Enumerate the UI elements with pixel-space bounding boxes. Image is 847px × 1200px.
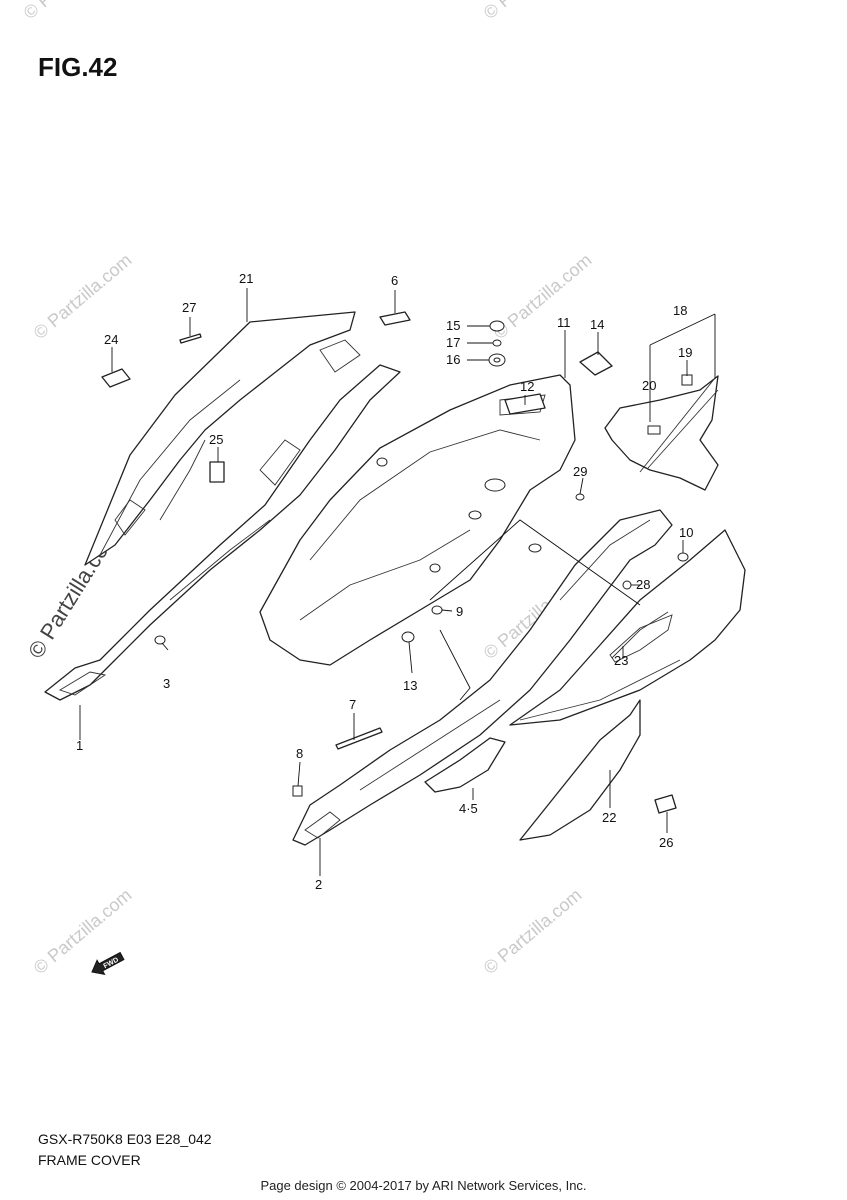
part-8-nut xyxy=(292,785,303,797)
watermark-text: © Partzilla.com xyxy=(20,0,126,23)
callout-3: 3 xyxy=(163,676,170,691)
watermark-text: © Partzilla.com xyxy=(30,250,136,343)
callout-9: 9 xyxy=(456,604,463,619)
callout-8: 8 xyxy=(296,746,303,761)
fwd-arrow-icon: FWD xyxy=(91,951,125,976)
part-21-rear-cowl-left xyxy=(84,311,356,566)
callout-15: 15 xyxy=(446,318,460,333)
callout-23: 23 xyxy=(614,653,628,668)
part-28-screw xyxy=(622,580,632,590)
callout-1: 1 xyxy=(76,738,83,753)
part-2-frame-cover-right xyxy=(292,509,673,846)
callout-25: 25 xyxy=(209,432,223,447)
callout-19: 19 xyxy=(678,345,692,360)
watermark-text: © Partzilla.com xyxy=(480,885,586,978)
part-1-frame-cover-left xyxy=(44,339,401,701)
callout-12: 12 xyxy=(520,379,534,394)
part-14-pad xyxy=(579,351,613,376)
part-10-screw xyxy=(677,552,689,562)
callout-4-5: 4·5 xyxy=(459,801,478,816)
callout-14: 14 xyxy=(590,317,604,332)
callout-11: 11 xyxy=(557,315,571,330)
part-22-rear-cowl-right xyxy=(509,529,746,841)
callout-labels: 21 27 6 24 15 17 16 11 14 12 18 19 20 25… xyxy=(76,271,693,892)
part-13-nut xyxy=(401,631,415,643)
part-20-bracket xyxy=(604,375,719,491)
callout-28: 28 xyxy=(636,577,650,592)
part-3-fastener xyxy=(154,635,166,645)
figure-title: FIG.42 xyxy=(38,52,118,82)
part-26-label xyxy=(654,794,677,814)
model-code: GSX-R750K8 E03 E28_042 xyxy=(38,1131,212,1147)
part-17-washer xyxy=(492,339,502,347)
callout-16: 16 xyxy=(446,352,460,367)
leader-lines xyxy=(79,288,716,876)
callout-20: 20 xyxy=(642,378,656,393)
part-29-screw xyxy=(575,493,585,501)
callout-7: 7 xyxy=(349,697,356,712)
callout-27: 27 xyxy=(182,300,196,315)
part-23-emblem xyxy=(611,611,669,659)
part-15-bolt xyxy=(489,320,505,332)
watermark-text: © Partzilla.com xyxy=(30,885,136,978)
callout-18: 18 xyxy=(673,303,687,318)
callout-17: 17 xyxy=(446,335,460,350)
callout-29: 29 xyxy=(573,464,587,479)
callout-13: 13 xyxy=(403,678,417,693)
part-25-pad xyxy=(209,461,225,483)
callout-22: 22 xyxy=(602,810,616,825)
figure-caption: FRAME COVER xyxy=(38,1152,141,1168)
watermark-text: © Partzilla.com xyxy=(480,0,586,23)
callout-26: 26 xyxy=(659,835,673,850)
part-11-tail-center xyxy=(259,374,576,666)
part-4-5-pad xyxy=(424,737,506,793)
part-27-strip xyxy=(179,333,202,344)
page-footer: Page design © 2004-2017 by ARI Network S… xyxy=(260,1178,587,1193)
part-6-cushion xyxy=(379,311,411,326)
watermark-text: © Partzilla.com xyxy=(490,250,596,343)
part-7-strip xyxy=(335,727,383,750)
fwd-label: FWD xyxy=(103,957,120,971)
callout-21: 21 xyxy=(239,271,253,286)
callout-6: 6 xyxy=(391,273,398,288)
callout-2: 2 xyxy=(315,877,322,892)
part-24-pad xyxy=(101,368,131,388)
callout-24: 24 xyxy=(104,332,118,347)
part-9-bolt xyxy=(431,605,443,615)
callout-10: 10 xyxy=(679,525,693,540)
part-19-nut xyxy=(681,374,693,386)
